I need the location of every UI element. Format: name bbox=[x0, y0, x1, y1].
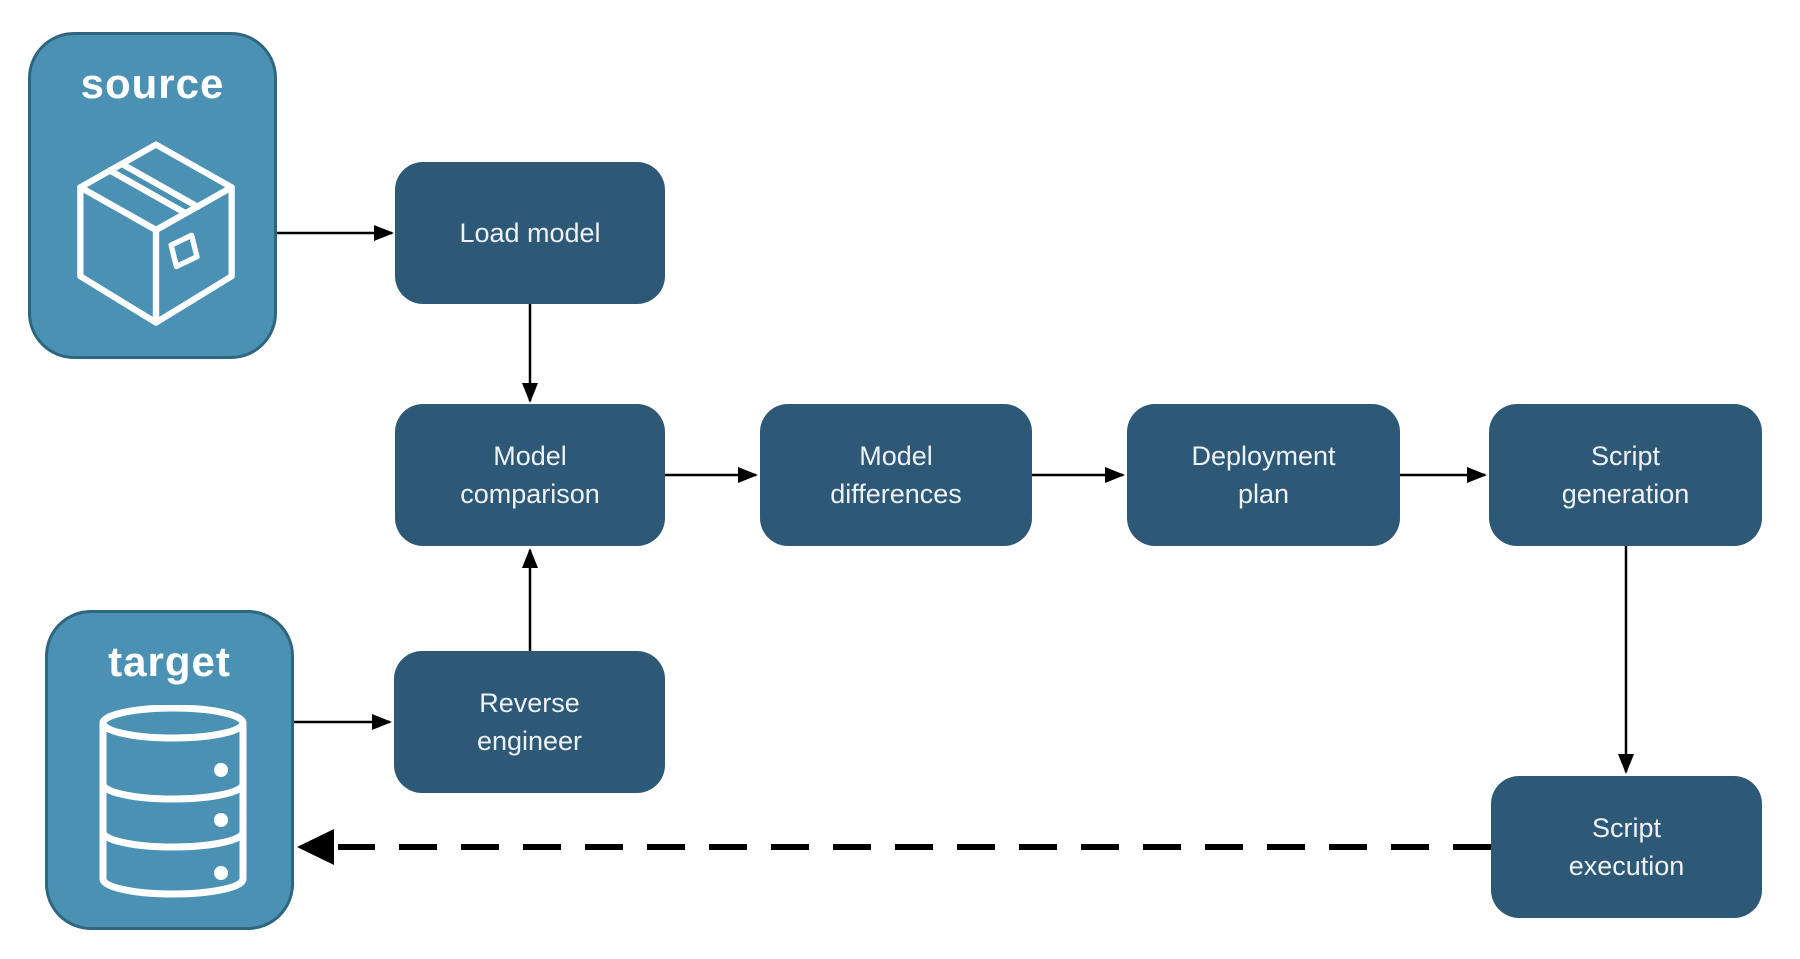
node-model-comparison-label: Model comparison bbox=[460, 441, 600, 509]
package-icon bbox=[77, 141, 235, 326]
node-reverse-engineer: Reverse engineer bbox=[394, 651, 665, 793]
node-script-generation-label: Script generation bbox=[1561, 441, 1690, 509]
node-script-execution-label: Script execution bbox=[1568, 813, 1685, 881]
edge-script-execution-to-target bbox=[297, 829, 1491, 865]
node-model-differences: Model differences bbox=[760, 404, 1032, 546]
node-reverse-engineer-label: Reverse engineer bbox=[476, 688, 583, 756]
endpoint-source-label: source bbox=[80, 60, 225, 107]
node-load-model: Load model bbox=[395, 162, 665, 304]
endpoint-target: target bbox=[45, 610, 294, 930]
dashed-arrowhead bbox=[297, 829, 334, 865]
endpoint-source: source bbox=[28, 32, 277, 359]
node-deployment-plan-label: Deployment plan bbox=[1191, 441, 1336, 509]
database-icon bbox=[99, 705, 247, 898]
node-load-model-label: Load model bbox=[459, 218, 601, 248]
node-script-execution: Script execution bbox=[1491, 776, 1762, 918]
node-model-differences-label: Model differences bbox=[830, 441, 962, 509]
node-model-comparison: Model comparison bbox=[395, 404, 665, 546]
endpoint-target-label: target bbox=[108, 638, 231, 685]
node-script-generation: Script generation bbox=[1489, 404, 1762, 546]
node-deployment-plan: Deployment plan bbox=[1127, 404, 1400, 546]
